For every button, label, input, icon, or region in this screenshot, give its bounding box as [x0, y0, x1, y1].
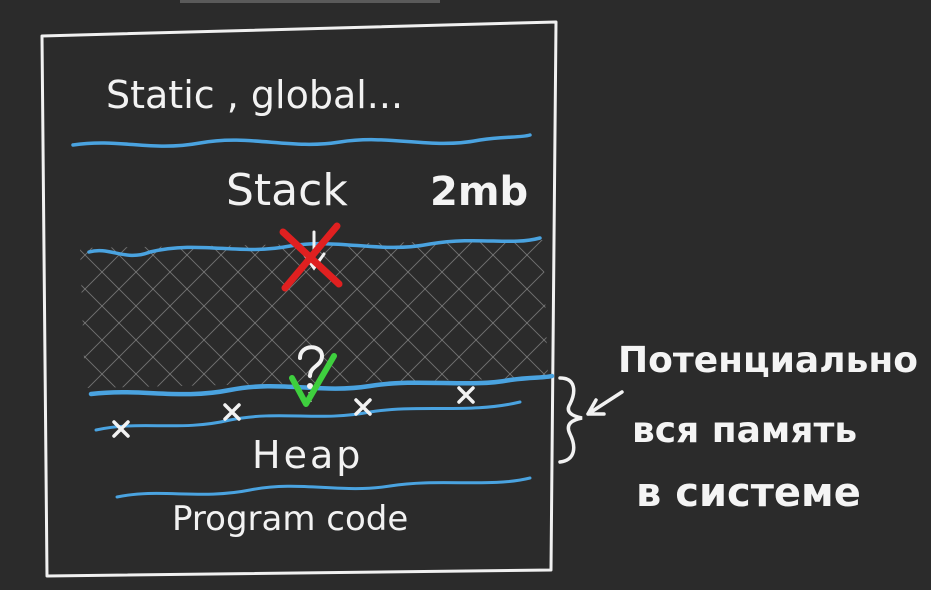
red-cross-icon	[279, 222, 343, 292]
stack-label: Stack	[226, 165, 348, 216]
wave-separator-5	[115, 476, 532, 499]
annotation-line-2: вся память	[632, 410, 857, 451]
stack-size-label: 2mb	[430, 169, 528, 215]
static-global-label: Static , global...	[106, 73, 403, 117]
heap-marker-icon	[112, 420, 130, 438]
heap-label: Heap	[252, 433, 363, 477]
heap-marker-icon	[354, 398, 372, 416]
heap-brace	[558, 376, 583, 464]
green-check-icon	[289, 353, 337, 407]
wave-separator-3	[88, 373, 555, 397]
annotation-line-3: в системе	[636, 470, 861, 516]
heap-marker-icon	[223, 403, 241, 421]
free-memory-hatch	[80, 240, 548, 388]
wave-separator-4	[94, 400, 522, 432]
annotation-arrow	[586, 390, 624, 416]
wave-separator-1	[71, 133, 532, 148]
heap-marker-icon	[457, 386, 475, 404]
wave-separator-2	[87, 236, 542, 258]
memory-box-outline	[40, 20, 558, 578]
program-code-label: Program code	[172, 499, 408, 539]
top-highlight	[180, 0, 440, 3]
annotation-line-1: Потенциально	[618, 340, 918, 381]
